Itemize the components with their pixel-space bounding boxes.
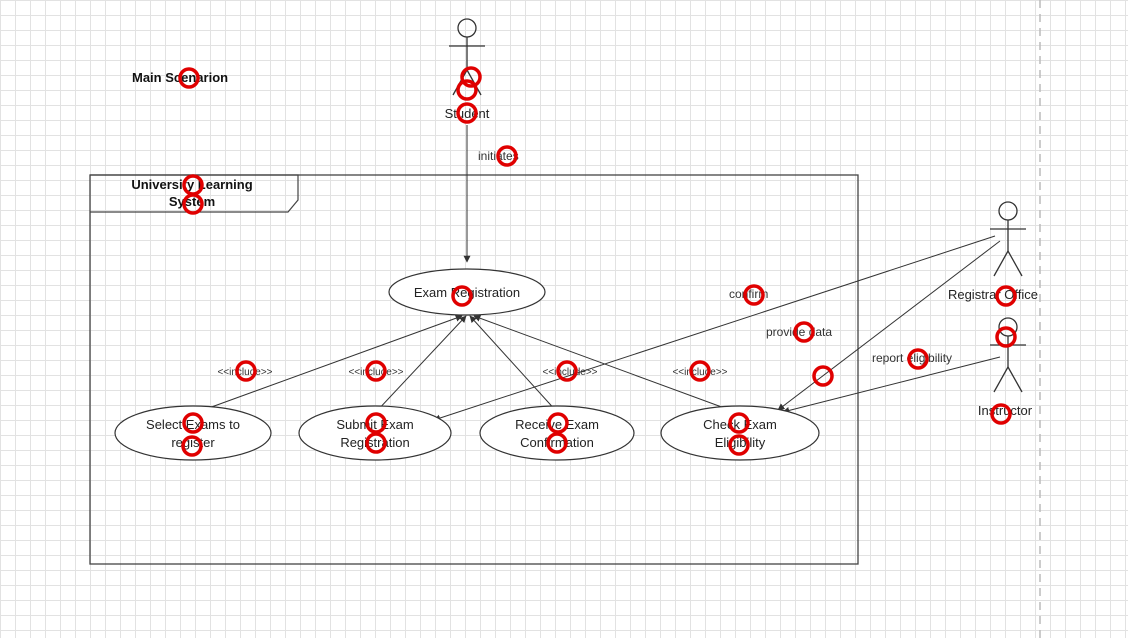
use-case-submit-registration-line1: Submit Exam [336,417,413,432]
marker [995,326,1017,348]
marker [365,412,387,434]
use-case-check-eligibility-line1: Check Exam [703,417,777,432]
marker [365,360,387,382]
use-case-receive-confirmation-line2: Confirmation [520,435,594,450]
marker [812,365,834,387]
marker [793,321,815,343]
use-case-exam-registration-label: Exam Registration [414,285,520,300]
actor-instructor[interactable] [990,317,1026,393]
submit-registration-include [374,315,467,414]
marker [556,360,578,382]
marker [990,403,1012,425]
marker [235,360,257,382]
marker [995,285,1017,307]
marker [456,102,478,124]
stereotype-label-1: <<include>> [217,367,272,378]
registrar-confirm-line [433,235,996,422]
marker [743,284,765,306]
select-exams-include [194,314,463,414]
marker [496,145,518,167]
use-case-receive-confirmation[interactable]: Receive Exam Confirmation [479,405,635,461]
stereotype-label-4: <<include>> [672,367,727,378]
system-title-tab [90,174,299,213]
use-case-exam-registration[interactable]: Exam Registration [388,268,546,316]
marker [728,412,750,434]
marker [365,432,387,454]
label-confirm: confirm [729,287,768,301]
stereotype-label-3: <<include>> [542,367,597,378]
actor-registrar-office[interactable] [990,201,1026,277]
marker [182,193,204,215]
actor-registrar-head [998,201,1018,221]
marker [451,285,473,307]
check-eligibility-include [473,314,739,414]
marker [182,412,204,434]
marker [689,360,711,382]
actor-student-label: Student [445,106,490,121]
connectors [194,125,1001,422]
system-boundary[interactable]: University Learning System [89,174,859,565]
receive-confirmation-include [469,315,559,414]
stereotype-label-2: <<include>> [348,367,403,378]
system-title: University Learning [131,177,252,192]
use-case-check-eligibility-line2: Eligibility [715,435,766,450]
use-case-select-exams-line1: Select Exams to [146,417,240,432]
use-case-receive-confirmation-line1: Receive Exam [515,417,599,432]
label-provide-data: provide data [766,325,832,339]
use-case-submit-registration-line2: Registration [340,435,409,450]
actor-student-head [457,18,477,38]
marker [178,67,200,89]
annotation-markers [178,66,1017,457]
label-report-eligibility: report eligibility [872,351,952,365]
marker [456,79,478,101]
marker [547,412,569,434]
marker [181,435,203,457]
marker [460,66,482,88]
actor-registrar-label: Registrar Office [948,287,1038,302]
marker [907,348,929,370]
marker [728,434,750,456]
marker [546,432,568,454]
instructor-to-eligibility-line [782,356,1001,414]
